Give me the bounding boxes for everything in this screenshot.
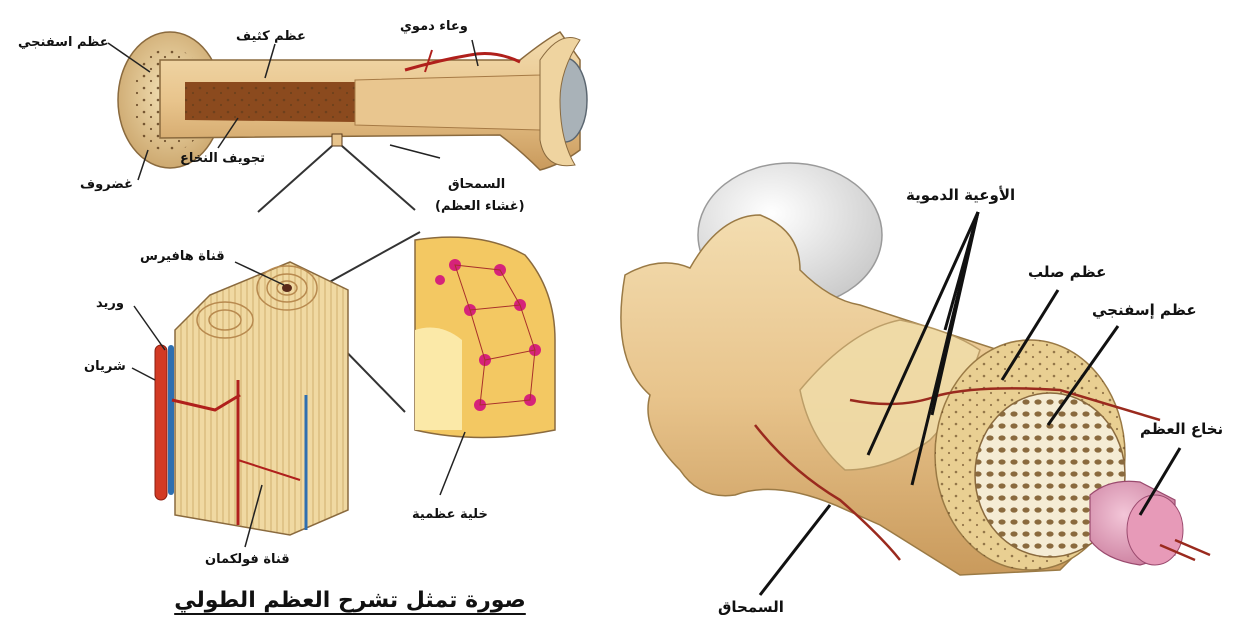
periosteum-sheath <box>355 75 560 130</box>
long-bone-illustration <box>118 32 587 170</box>
label-spongy-bone-right: عظم إسفنجي <box>1092 303 1197 318</box>
femur-illustration <box>621 163 1210 575</box>
label-vein: وريد <box>96 297 124 310</box>
label-bone-marrow: نخاع العظم <box>1140 422 1223 437</box>
label-spongy-bone-left: عظم اسفنجي <box>18 36 109 49</box>
label-periosteum-right: السمحاق <box>718 600 784 615</box>
label-compact-bone-right: عظم صلب <box>1028 265 1106 280</box>
label-artery: شريان <box>84 360 126 373</box>
artery-vessel <box>155 345 167 500</box>
label-volkmann-canal: قناة فولكمان <box>205 553 290 566</box>
vein-vessel <box>168 345 174 495</box>
compact-bone-block <box>155 262 348 535</box>
label-compact-bone-left: عظم كثيف <box>236 30 306 43</box>
marrow-texture <box>185 82 355 122</box>
label-blood-vessel-left: وعاء دموي <box>400 20 468 33</box>
label-marrow-cavity: تجويف النخاع <box>180 152 265 165</box>
sector-cut-face <box>415 328 462 430</box>
label-blood-vessels-right: الأوعية الدموية <box>906 188 1015 203</box>
bone-marrow-face <box>1127 495 1183 565</box>
bone-cells-closeup <box>415 237 555 437</box>
label-cartilage: غضروف <box>80 178 133 191</box>
label-periosteum-alt: (غشاء العظم) <box>435 200 525 213</box>
sample-block <box>332 134 342 146</box>
osteon-block <box>175 262 348 535</box>
label-bone-cell: خلية عظمية <box>412 508 488 521</box>
diagram-caption: صورة تمثل تشرح العظم الطولي <box>160 588 540 613</box>
label-periosteum-left: السمحاق <box>448 178 505 191</box>
label-haversian-canal: قناة هافيرس <box>140 250 225 263</box>
